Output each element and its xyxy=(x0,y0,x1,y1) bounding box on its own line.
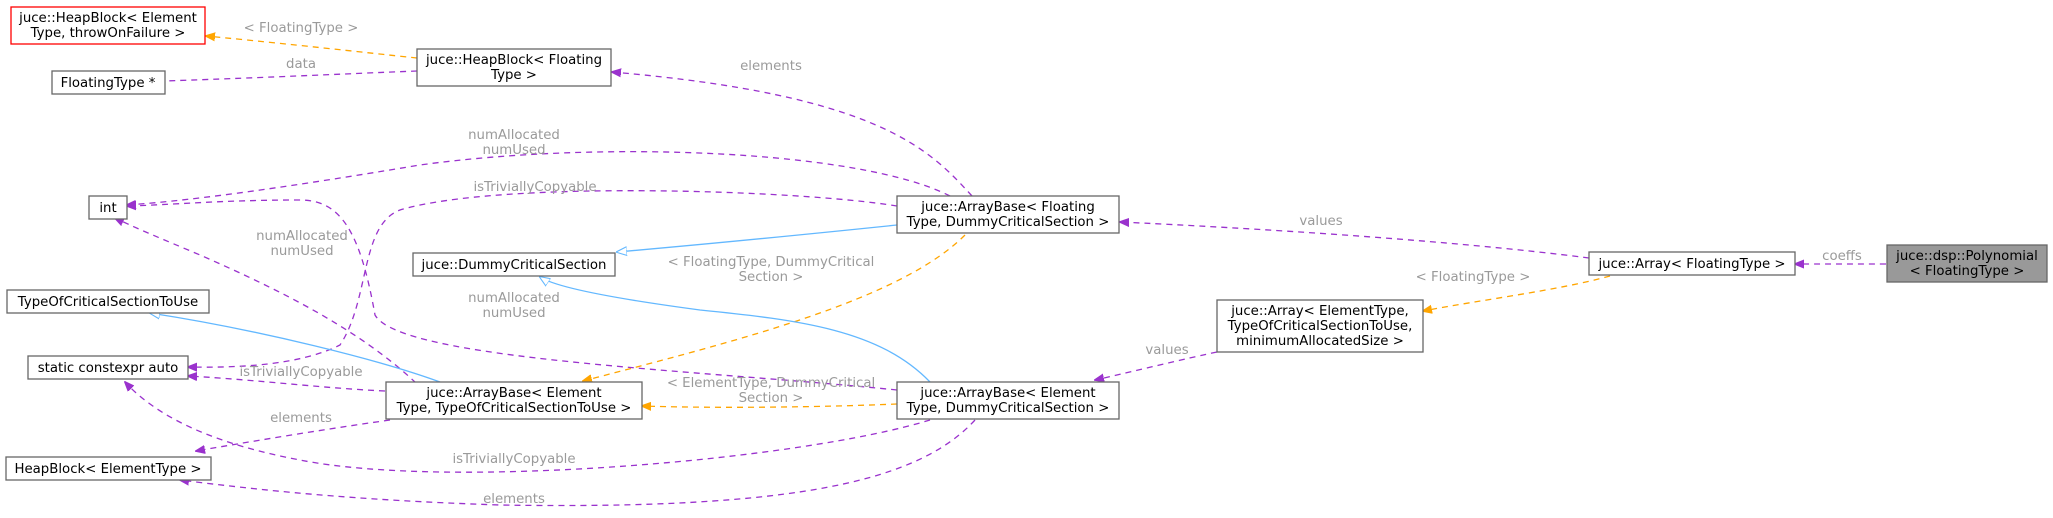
edge-label-floating-dummy-template-1: < FloatingType, DummyCritical xyxy=(668,255,875,270)
edge-label-values-mid: values xyxy=(1145,343,1188,358)
edge-elements-top xyxy=(612,72,973,197)
edge-label-elements-top: elements xyxy=(740,59,802,74)
edge-label-values-top: values xyxy=(1299,214,1342,229)
edge-label-numused-3: numUsed xyxy=(482,306,545,321)
node-label-line: juce::HeapBlock< Floating xyxy=(425,53,602,68)
node-array-elementtype[interactable]: juce::Array< ElementType, TypeOfCritical… xyxy=(1216,299,1424,353)
node-label-line: FloatingType * xyxy=(61,76,156,91)
node-label-line: Type, throwOnFailure > xyxy=(30,26,186,41)
node-label-line: juce::Array< ElementType, xyxy=(1230,304,1409,319)
node-arraybase-element-typeofcs[interactable]: juce::ArrayBase< Element Type, TypeOfCri… xyxy=(385,381,643,420)
node-typeofcriticalsectiontouse[interactable]: TypeOfCriticalSectionToUse xyxy=(6,289,210,314)
edge-template-heapblock xyxy=(206,36,418,59)
edge-label-istriviallycopyable-1: isTriviallyCopyable xyxy=(473,180,596,195)
edge-data xyxy=(133,70,418,82)
edge-label-elements-mid: elements xyxy=(270,411,332,426)
node-label-line: < FloatingType > xyxy=(1910,264,2025,279)
node-label-line: juce::Array< FloatingType > xyxy=(1597,257,1785,272)
edge-label-element-dummy-template-1: < ElementType, DummyCritical xyxy=(667,376,875,391)
node-array-floatingtype[interactable]: juce::Array< FloatingType > xyxy=(1588,251,1796,276)
node-label-line: TypeOfCriticalSectionToUse, xyxy=(1227,319,1413,334)
edge-label-istriviallycopyable-3: isTriviallyCopyable xyxy=(452,452,575,467)
edge-numallocated-3 xyxy=(127,199,898,391)
node-label-line: Type > xyxy=(490,68,537,83)
node-label-line: juce::ArrayBase< Floating xyxy=(920,200,1095,215)
node-label-line: HeapBlock< ElementType > xyxy=(14,462,201,477)
edge-numallocated-2 xyxy=(115,218,417,384)
edge-inherit-tocs xyxy=(150,313,441,383)
node-label-line: juce::ArrayBase< Element xyxy=(919,386,1095,401)
node-label-line: TypeOfCriticalSectionToUse xyxy=(17,295,198,310)
edge-elements-mid xyxy=(196,419,391,451)
node-arraybase-element-dummy[interactable]: juce::ArrayBase< Element Type, DummyCrit… xyxy=(896,381,1120,420)
edge-elements-bottom xyxy=(180,419,976,507)
edge-numallocated-1 xyxy=(127,151,951,205)
edge-istriviallycopyable-2 xyxy=(188,376,386,392)
edge-inherit-dummy-2 xyxy=(540,277,931,383)
node-label-line: Type, DummyCriticalSection > xyxy=(906,215,1110,230)
node-static-constexpr-auto[interactable]: static constexpr auto xyxy=(27,355,189,380)
node-label-line: int xyxy=(99,201,116,216)
edge-inherit-dummy-1 xyxy=(617,224,898,252)
edge-label-numused-2: numUsed xyxy=(270,244,333,259)
node-polynomial-focus[interactable]: juce::dsp::Polynomial < FloatingType > xyxy=(1886,244,2048,283)
node-label-line: minimumAllocatedSize > xyxy=(1236,334,1404,349)
edges xyxy=(115,36,1886,507)
node-label-line: juce::ArrayBase< Element xyxy=(425,386,601,401)
edge-template-array xyxy=(1423,275,1611,311)
edge-values-top xyxy=(1120,222,1590,259)
edge-label-element-dummy-template-2: Section > xyxy=(739,391,804,406)
edge-label-coeffs: coeffs xyxy=(1822,249,1862,264)
edge-istriviallycopyable-3 xyxy=(125,382,931,473)
edge-values-mid xyxy=(1095,351,1218,380)
edge-label-numallocated-2: numAllocated xyxy=(256,229,348,244)
node-floatingtype-pointer[interactable]: FloatingType * xyxy=(51,70,166,95)
edge-label-numused-1: numUsed xyxy=(482,143,545,158)
edge-label-numallocated-3: numAllocated xyxy=(468,291,560,306)
node-heapblock-element-throwonfailure[interactable]: juce::HeapBlock< Element Type, throwOnFa… xyxy=(10,6,206,45)
edge-label-numallocated-1: numAllocated xyxy=(468,128,560,143)
edge-template-floating-dummy xyxy=(583,234,966,381)
node-label-line: juce::HeapBlock< Element xyxy=(18,11,197,26)
node-label-line: Type, TypeOfCriticalSectionToUse > xyxy=(396,401,632,416)
edge-istriviallycopyable-1 xyxy=(188,190,898,367)
edge-template-element-dummy xyxy=(642,404,898,407)
node-heapblock-elementtype[interactable]: HeapBlock< ElementType > xyxy=(5,456,212,481)
edge-label-floatingtype-template-2: < FloatingType > xyxy=(1416,270,1531,285)
node-dummycriticalsection[interactable]: juce::DummyCriticalSection xyxy=(412,252,616,277)
node-label-line: juce::dsp::Polynomial xyxy=(1895,249,2038,264)
edge-label-istriviallycopyable-2: isTriviallyCopyable xyxy=(239,365,362,380)
node-arraybase-floating-dummy[interactable]: juce::ArrayBase< Floating Type, DummyCri… xyxy=(896,195,1120,234)
edge-label-floatingtype-template: < FloatingType > xyxy=(244,21,359,36)
node-label-line: Type, DummyCriticalSection > xyxy=(906,401,1110,416)
node-heapblock-floatingtype[interactable]: juce::HeapBlock< Floating Type > xyxy=(416,48,612,87)
edge-labels: < FloatingType > data elements numAlloca… xyxy=(239,21,1861,507)
edge-label-data: data xyxy=(286,57,316,72)
node-int[interactable]: int xyxy=(88,195,128,220)
edge-label-elements-bottom: elements xyxy=(483,492,545,507)
node-label-line: static constexpr auto xyxy=(38,361,179,376)
node-label-line: juce::DummyCriticalSection xyxy=(421,258,607,273)
edge-label-floating-dummy-template-2: Section > xyxy=(739,270,804,285)
